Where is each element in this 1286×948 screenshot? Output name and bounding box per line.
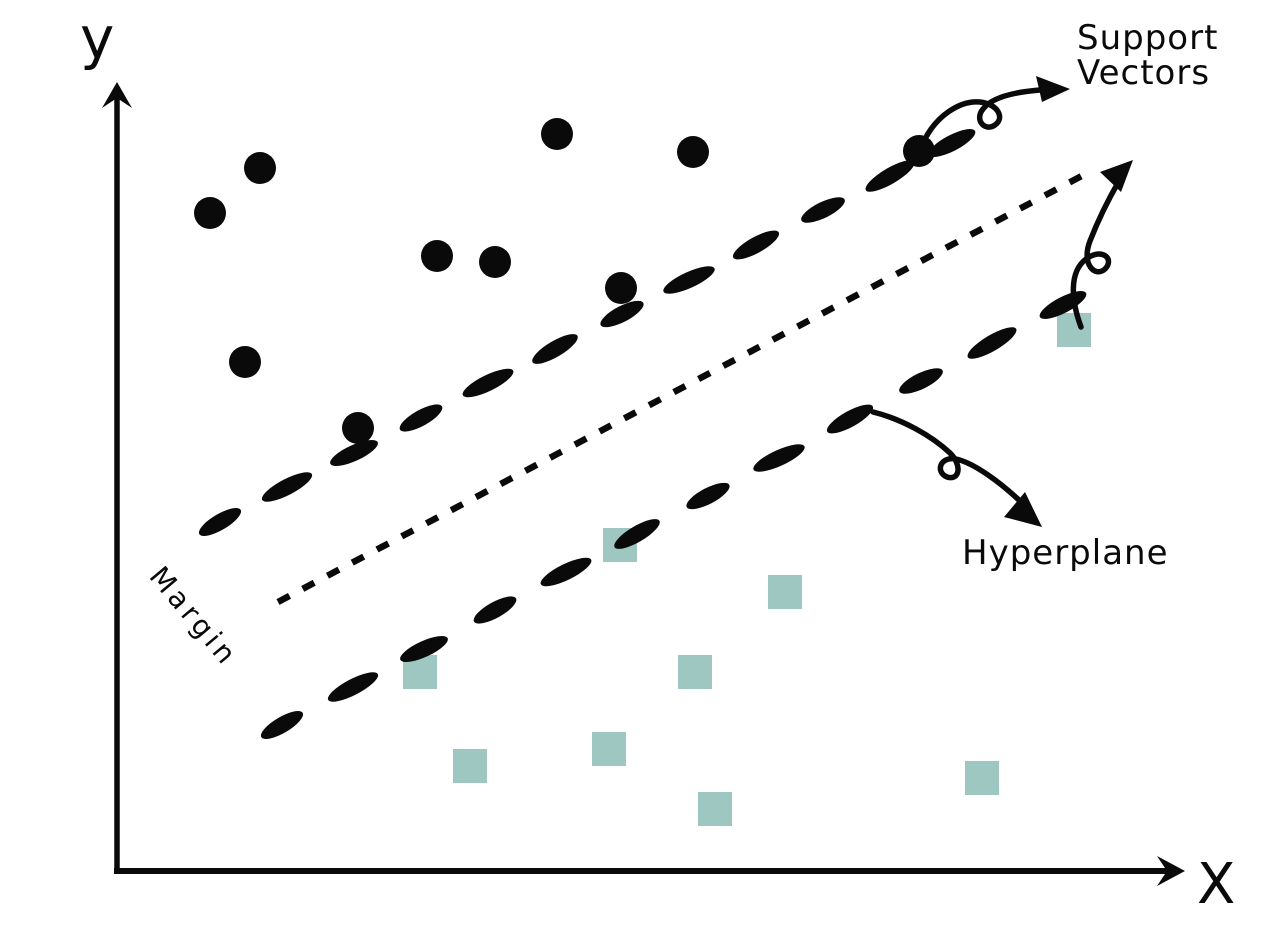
support-vectors-arrow-right-head-icon xyxy=(1100,160,1133,192)
upper-margin-dash xyxy=(261,472,313,502)
data-point-circle xyxy=(421,240,453,272)
support-vectors-label-line1: Support xyxy=(1077,18,1219,58)
class-circles-layer xyxy=(194,118,935,444)
data-point-circle xyxy=(244,152,276,184)
data-point-circle xyxy=(541,118,573,150)
data-point-circle xyxy=(903,135,935,167)
data-point-square xyxy=(678,655,712,689)
support-vectors-arrow-right xyxy=(1070,178,1122,330)
hyperplane-dashed-line-layer xyxy=(276,168,1093,605)
upper-margin-dash xyxy=(801,197,845,223)
upper-margin-dash xyxy=(600,300,644,328)
lower-margin-dash xyxy=(686,482,730,510)
upper-margin-dash xyxy=(663,266,715,294)
x-axis-label: X xyxy=(1197,852,1236,917)
x-axis-arrowhead-icon xyxy=(1157,856,1185,886)
lower-margin-dash xyxy=(260,711,304,739)
lower-margin-dash xyxy=(753,444,805,472)
upper-margin-dash xyxy=(462,368,514,398)
data-point-square xyxy=(698,792,732,826)
data-point-circle xyxy=(229,346,261,378)
lower-margin-dash xyxy=(899,368,943,394)
annotation-arrows-layer xyxy=(870,76,1133,527)
upper-margin-dash xyxy=(532,334,578,364)
data-point-square xyxy=(768,575,802,609)
lower-margin-dash xyxy=(473,596,517,624)
lower-margin-dash xyxy=(327,672,379,702)
upper-margin-dash xyxy=(732,230,780,260)
support-vectors-label: Support Vectors xyxy=(1077,21,1218,91)
y-axis-arrowhead-icon xyxy=(102,82,132,108)
data-point-circle xyxy=(479,246,511,278)
support-vectors-arrow-top xyxy=(921,87,1043,144)
support-vectors-arrow-top-head-icon xyxy=(1036,76,1070,102)
data-point-circle xyxy=(342,412,374,444)
data-point-circle xyxy=(605,272,637,304)
upper-margin-dash xyxy=(330,439,378,467)
hyperplane-arrow-head-icon xyxy=(1004,492,1042,527)
lower-margin-dash xyxy=(967,327,1017,359)
upper-margin-dash xyxy=(928,129,976,157)
upper-margin-dash xyxy=(399,404,443,432)
data-point-circle xyxy=(194,197,226,229)
hyperplane-arrow xyxy=(870,409,1024,505)
upper-margin-dash xyxy=(198,508,242,536)
data-point-square xyxy=(965,761,999,795)
data-point-square xyxy=(1057,313,1091,347)
lower-margin-dash xyxy=(826,404,874,434)
lower-margin-dash xyxy=(400,635,448,663)
data-point-circle xyxy=(677,136,709,168)
axes-layer xyxy=(102,82,1185,886)
hyperplane-label: Hyperplane xyxy=(962,533,1169,573)
lower-margin-dash xyxy=(540,557,592,587)
hyperplane-dashed-line xyxy=(276,168,1093,605)
upper-margin-dash xyxy=(865,160,915,192)
data-point-square xyxy=(592,732,626,766)
margin-lines-layer xyxy=(198,129,1087,739)
data-point-square xyxy=(453,749,487,783)
class-squares-layer xyxy=(403,313,1091,826)
y-axis-label: y xyxy=(80,4,115,72)
support-vectors-label-line2: Vectors xyxy=(1077,53,1211,93)
lower-margin-dash xyxy=(614,519,660,549)
